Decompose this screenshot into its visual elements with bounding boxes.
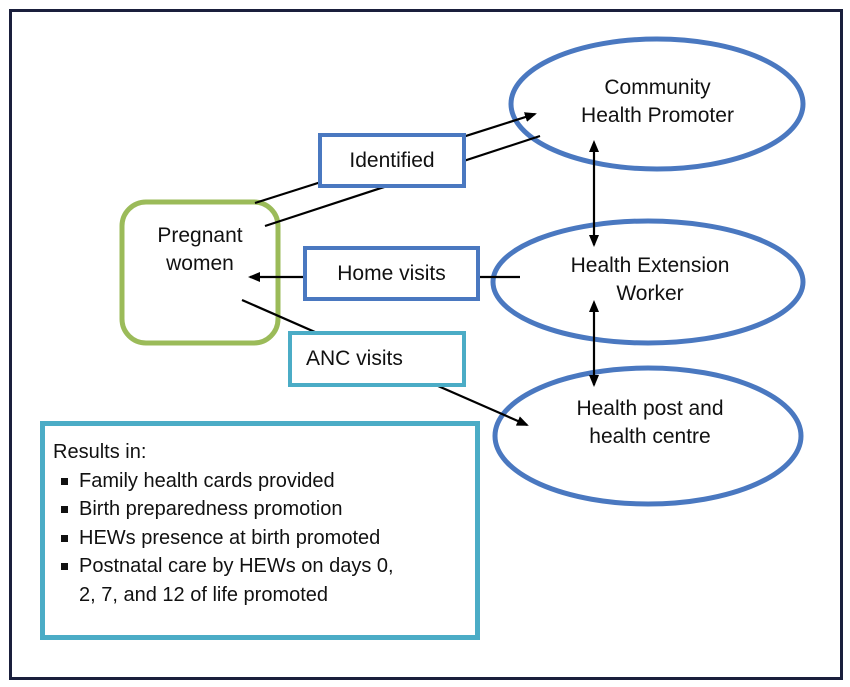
identified-label: Identified: [349, 149, 435, 172]
diagram-frame: [9, 9, 843, 680]
anc-visits-label-box: ANC visits: [288, 331, 466, 387]
bullet-icon: [61, 563, 68, 570]
bullet-icon: [61, 506, 68, 513]
anc-visits-label: ANC visits: [306, 347, 403, 370]
pregnant-women-box: [119, 199, 281, 346]
identified-label-box: Identified: [318, 133, 466, 188]
community-health-promoter-label: Community Health Promoter: [581, 76, 734, 127]
bullet-icon: [61, 534, 68, 542]
health-extension-worker-ellipse: [490, 218, 806, 346]
health-post-label: Health post and health centre: [576, 397, 724, 448]
pregnant-women-label: Pregnant women: [157, 224, 243, 275]
results-list: Family health cards provided Birth prepa…: [53, 467, 475, 610]
home-visits-label-box: Home visits: [303, 246, 480, 301]
results-item: Family health cards provided: [53, 467, 475, 496]
community-health-promoter-ellipse: [508, 36, 806, 172]
results-heading: Results in:: [53, 441, 147, 463]
results-box: Results in: Family health cards provided…: [40, 421, 480, 640]
results-item: Birth preparedness promotion: [53, 495, 475, 524]
health-extension-worker-label: Health Extension Worker: [570, 254, 730, 305]
results-item: HEWs presence at birth promoted: [53, 524, 475, 553]
home-visits-label: Home visits: [337, 262, 446, 285]
bullet-icon: [61, 477, 68, 485]
results-item: Postnatal care by HEWs on days 0, 2, 7, …: [53, 552, 475, 609]
health-post-ellipse: [492, 365, 804, 507]
